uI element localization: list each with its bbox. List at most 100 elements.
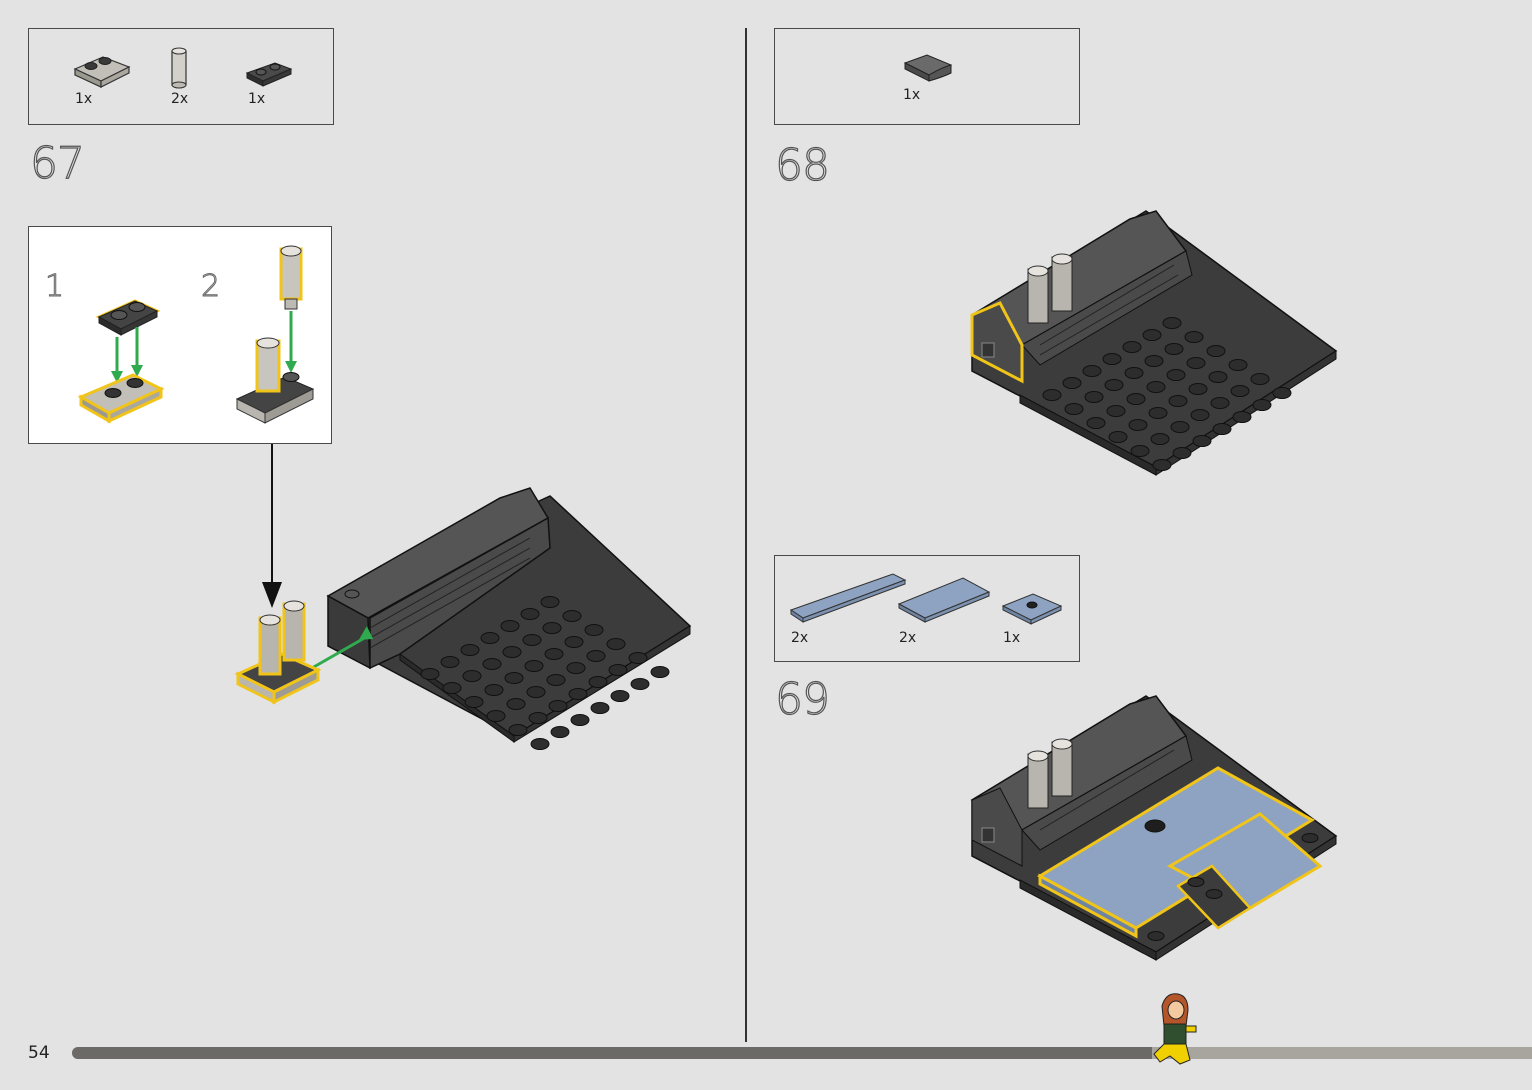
stud xyxy=(1105,380,1123,391)
stud xyxy=(441,657,459,668)
part-qty: 2x xyxy=(899,630,916,646)
stud xyxy=(607,639,625,650)
stud xyxy=(521,609,539,620)
stud xyxy=(529,713,547,724)
stud xyxy=(485,685,503,696)
part-qty: 1x xyxy=(248,91,265,107)
stud xyxy=(531,739,549,750)
stud xyxy=(523,635,541,646)
stud xyxy=(567,663,585,674)
stud xyxy=(1109,432,1127,443)
part-qty: 1x xyxy=(75,91,92,107)
stud xyxy=(1253,400,1271,411)
parts-box-step-67: 1x 2x 1x xyxy=(28,28,334,125)
stud xyxy=(1127,394,1145,405)
stud xyxy=(525,661,543,672)
part-qty: 1x xyxy=(1003,630,1020,646)
part-blue-jumper-tile-icon xyxy=(1001,590,1065,626)
stud xyxy=(463,671,481,682)
step-67-model xyxy=(230,478,700,748)
stud xyxy=(1107,406,1125,417)
part-grey-plate-rail-icon xyxy=(73,51,133,91)
part-dark-jumper-plate-icon xyxy=(245,59,293,89)
stud xyxy=(1165,344,1183,355)
stud xyxy=(1153,460,1171,471)
substep-number: 2 xyxy=(201,269,220,304)
stud xyxy=(1123,342,1141,353)
part-qty: 2x xyxy=(791,630,808,646)
stud xyxy=(1169,396,1187,407)
stud xyxy=(569,689,587,700)
stud xyxy=(1193,436,1211,447)
stud xyxy=(563,611,581,622)
stud xyxy=(1129,420,1147,431)
stud xyxy=(1151,434,1169,445)
stud xyxy=(1163,318,1181,329)
stud xyxy=(571,715,589,726)
stud xyxy=(611,691,629,702)
stud xyxy=(507,699,525,710)
step-69-model xyxy=(960,690,1350,965)
stud xyxy=(589,677,607,688)
stud xyxy=(1171,422,1189,433)
stud xyxy=(1143,330,1161,341)
stud xyxy=(547,675,565,686)
stud xyxy=(1147,382,1165,393)
stud xyxy=(1149,408,1167,419)
substep-1-illustration xyxy=(75,293,175,429)
stud xyxy=(651,667,669,678)
substep-number: 1 xyxy=(45,269,64,304)
part-blue-tile-medium-icon xyxy=(897,574,993,624)
part-qty: 2x xyxy=(171,91,188,107)
stud xyxy=(585,625,603,636)
stud xyxy=(1167,370,1185,381)
stud xyxy=(1125,368,1143,379)
stud xyxy=(587,651,605,662)
stud xyxy=(527,687,545,698)
subassembly-callout: 1 2 xyxy=(28,226,332,444)
stud xyxy=(1065,404,1083,415)
stud xyxy=(501,621,519,632)
stud xyxy=(461,645,479,656)
stud xyxy=(591,703,609,714)
stud xyxy=(505,673,523,684)
stud xyxy=(1063,378,1081,389)
stud xyxy=(465,697,483,708)
stud xyxy=(1191,410,1209,421)
step-number: 69 xyxy=(775,674,829,725)
part-bar-pin-icon xyxy=(169,45,191,93)
stud xyxy=(609,665,627,676)
stud xyxy=(481,633,499,644)
stud xyxy=(551,727,569,738)
stud xyxy=(549,701,567,712)
stud xyxy=(1185,332,1203,343)
stud xyxy=(1233,412,1251,423)
stud xyxy=(543,623,561,634)
stud xyxy=(509,725,527,736)
stud xyxy=(541,597,559,608)
stud xyxy=(1209,372,1227,383)
part-blue-tile-long-icon xyxy=(789,570,907,626)
stud xyxy=(1189,384,1207,395)
step-number: 68 xyxy=(775,140,829,191)
minifigure-icon xyxy=(1150,990,1206,1074)
step-number: 67 xyxy=(30,138,84,189)
stud xyxy=(503,647,521,658)
stud xyxy=(1207,346,1225,357)
stud xyxy=(443,683,461,694)
stud xyxy=(1187,358,1205,369)
stud xyxy=(483,659,501,670)
page-number: 54 xyxy=(28,1043,50,1063)
stud xyxy=(1043,390,1061,401)
stud xyxy=(487,711,505,722)
stud xyxy=(1273,388,1291,399)
stud xyxy=(1087,418,1105,429)
step-68-model xyxy=(960,205,1350,480)
progress-fill xyxy=(72,1047,1152,1059)
page-divider xyxy=(745,28,747,1042)
stud xyxy=(1251,374,1269,385)
stud xyxy=(1083,366,1101,377)
stud xyxy=(1231,386,1249,397)
stud xyxy=(421,669,439,680)
stud xyxy=(1103,354,1121,365)
